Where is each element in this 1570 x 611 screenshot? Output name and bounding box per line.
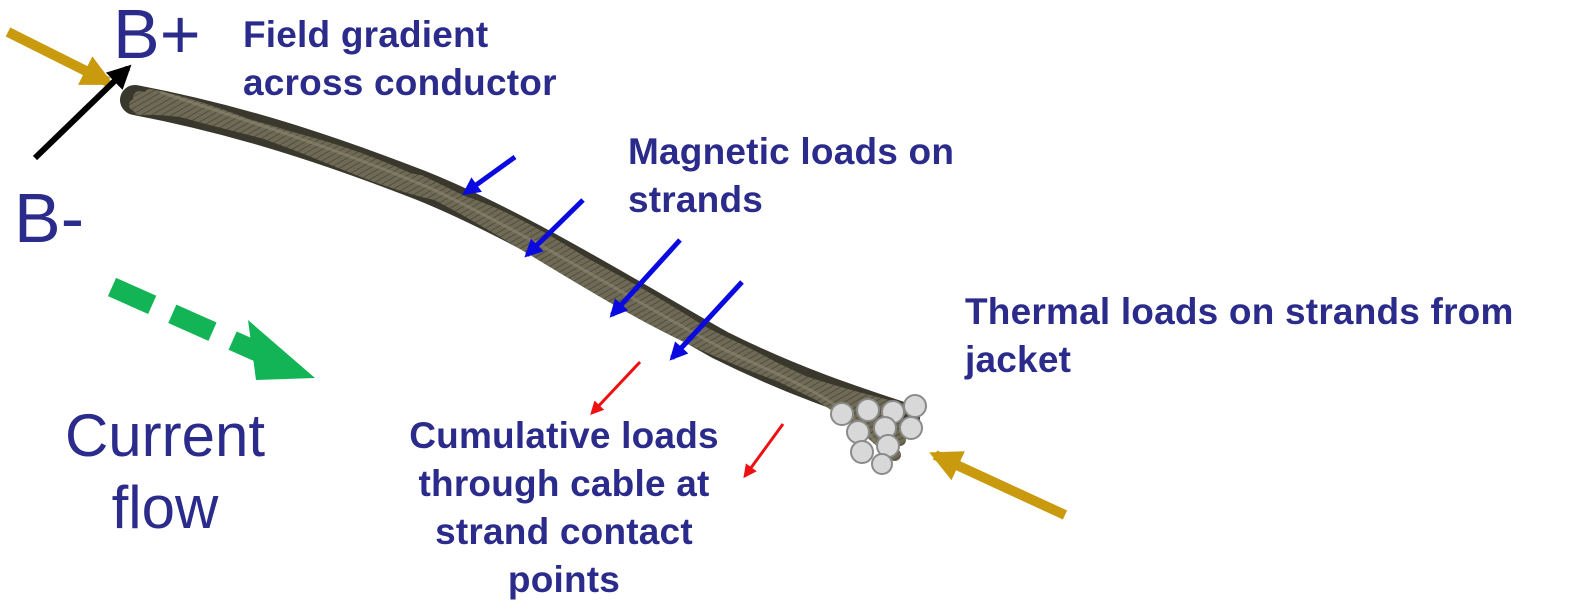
cable-strand	[159, 90, 892, 466]
magnetic-load-arrow	[669, 280, 744, 361]
strand-end	[830, 402, 854, 426]
thermal-load-arrow-left	[5, 27, 114, 87]
current-flow-label: Current flow	[64, 402, 266, 541]
strand-end	[899, 416, 923, 440]
strand-end	[850, 440, 874, 464]
strand-end	[846, 420, 870, 444]
field-gradient-label: Field gradient across conductor	[243, 14, 557, 103]
magnetic-load-arrow	[462, 154, 517, 196]
field-gradient-arrow	[32, 64, 132, 161]
cumulative-loads-label: Cumulative loads through cable at strand…	[409, 415, 719, 600]
magnetic-load-arrow	[524, 198, 585, 258]
cable-icon	[120, 85, 927, 475]
thermal-load-arrow-right	[929, 450, 1068, 520]
strand-end	[856, 398, 880, 422]
b-minus-label: B-	[14, 179, 84, 257]
magnetic-load-arrow	[609, 238, 682, 318]
thermal-loads-label: Thermal loads on strands from jacket	[965, 291, 1514, 380]
strand-ends	[830, 394, 927, 475]
magnetic-loads-label: Magnetic loads on strands	[628, 131, 955, 220]
b-plus-label: B+	[113, 0, 201, 73]
strand-end	[871, 453, 893, 475]
current-flow-arrow	[107, 277, 315, 380]
contact-load-arrow	[743, 423, 785, 479]
strand-end	[903, 394, 927, 418]
contact-load-arrow	[590, 360, 642, 415]
